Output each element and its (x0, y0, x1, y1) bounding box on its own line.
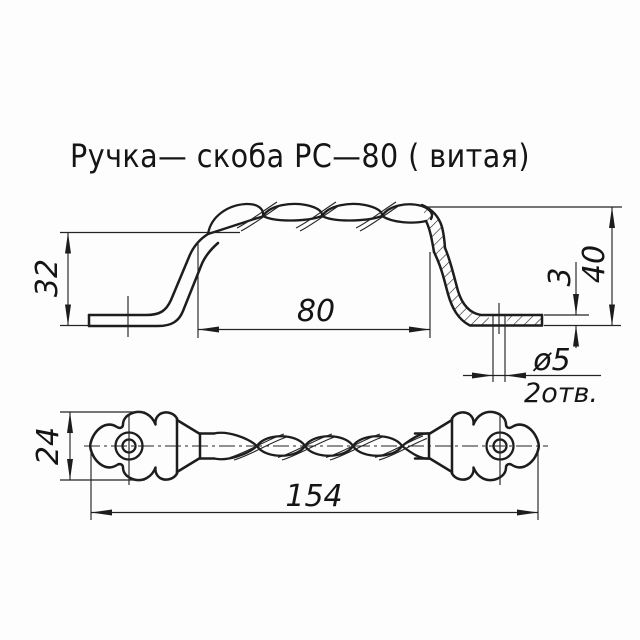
twist-back-strand (281, 435, 337, 461)
twist-lobe (400, 444, 431, 460)
arrowhead (91, 509, 112, 516)
twist-back-strand (233, 435, 289, 461)
arrowhead (609, 207, 615, 228)
dimensions-plan: 24 154 (31, 411, 539, 520)
dim-label-80: 80 (297, 294, 335, 329)
twist-back-strand (325, 433, 381, 459)
dimensions-front: 32 80 40 3 ø5 (30, 206, 622, 409)
twist-back-strand (359, 204, 401, 232)
front-view: 32 80 40 3 ø5 (30, 201, 622, 409)
arrowhead (472, 372, 493, 379)
twist-lobe (351, 435, 404, 448)
arrowhead (409, 326, 430, 333)
left-foot-bottom (87, 241, 220, 328)
plan-view: 24 154 (31, 410, 548, 520)
arrowhead (505, 372, 526, 379)
twist-lobe (303, 435, 355, 448)
arrowhead (573, 294, 579, 315)
twist-lobe (380, 214, 428, 224)
dim-label-40: 40 (577, 245, 612, 283)
dim-label-32: 32 (30, 259, 65, 297)
twist-lobe (255, 435, 307, 448)
right-shoulder-inner (424, 219, 436, 254)
neck-taper (175, 456, 202, 474)
arrowhead (573, 325, 579, 347)
arrowhead (67, 412, 73, 433)
twist-back-strand (355, 201, 397, 229)
twist-back-strand (277, 433, 333, 459)
twist-lobe (261, 214, 324, 222)
twist-back-strand (299, 204, 341, 232)
right-leg-bottom (432, 250, 544, 327)
left-mounting-plate (89, 410, 216, 485)
arrowhead (517, 509, 538, 516)
dim-label-holes-count: 2отв. (524, 378, 598, 409)
dim-label-154: 154 (285, 479, 342, 514)
twist-lobe (380, 203, 434, 221)
right-leg-top (443, 246, 544, 317)
twist-back-strand (229, 433, 285, 459)
drawing-title: Ручка— скоба РС—80 ( витая) (70, 137, 530, 175)
arrowhead (198, 326, 219, 333)
dim-label-hole-diameter: ø5 (532, 343, 570, 378)
centerlines-front (127, 296, 506, 382)
twist-back-strand (378, 437, 428, 461)
twist-lobe (212, 444, 259, 461)
twist-plan (212, 431, 431, 461)
twist-back-strand (240, 204, 282, 232)
arrowhead (65, 232, 71, 254)
arrowhead (67, 459, 73, 480)
arrowhead (609, 304, 615, 326)
twist-lobe (212, 431, 259, 448)
twist-back-strand (374, 435, 424, 459)
dim-label-3: 3 (543, 267, 578, 286)
twist-lobe (320, 214, 384, 222)
plate-outline (89, 410, 179, 482)
dim-label-24: 24 (31, 427, 66, 465)
handle-front-outline (87, 203, 544, 328)
left-foot-top (87, 232, 210, 317)
hatch-region (422, 205, 542, 326)
twist-front (206, 201, 434, 236)
twist-back-strand (295, 201, 337, 229)
neck-taper (175, 418, 202, 436)
arrowhead (65, 304, 71, 326)
twist-back-strand (236, 201, 278, 229)
right-mounting-plate (413, 410, 540, 487)
twist-back-strand (329, 435, 385, 461)
twist-lobe (206, 202, 265, 236)
